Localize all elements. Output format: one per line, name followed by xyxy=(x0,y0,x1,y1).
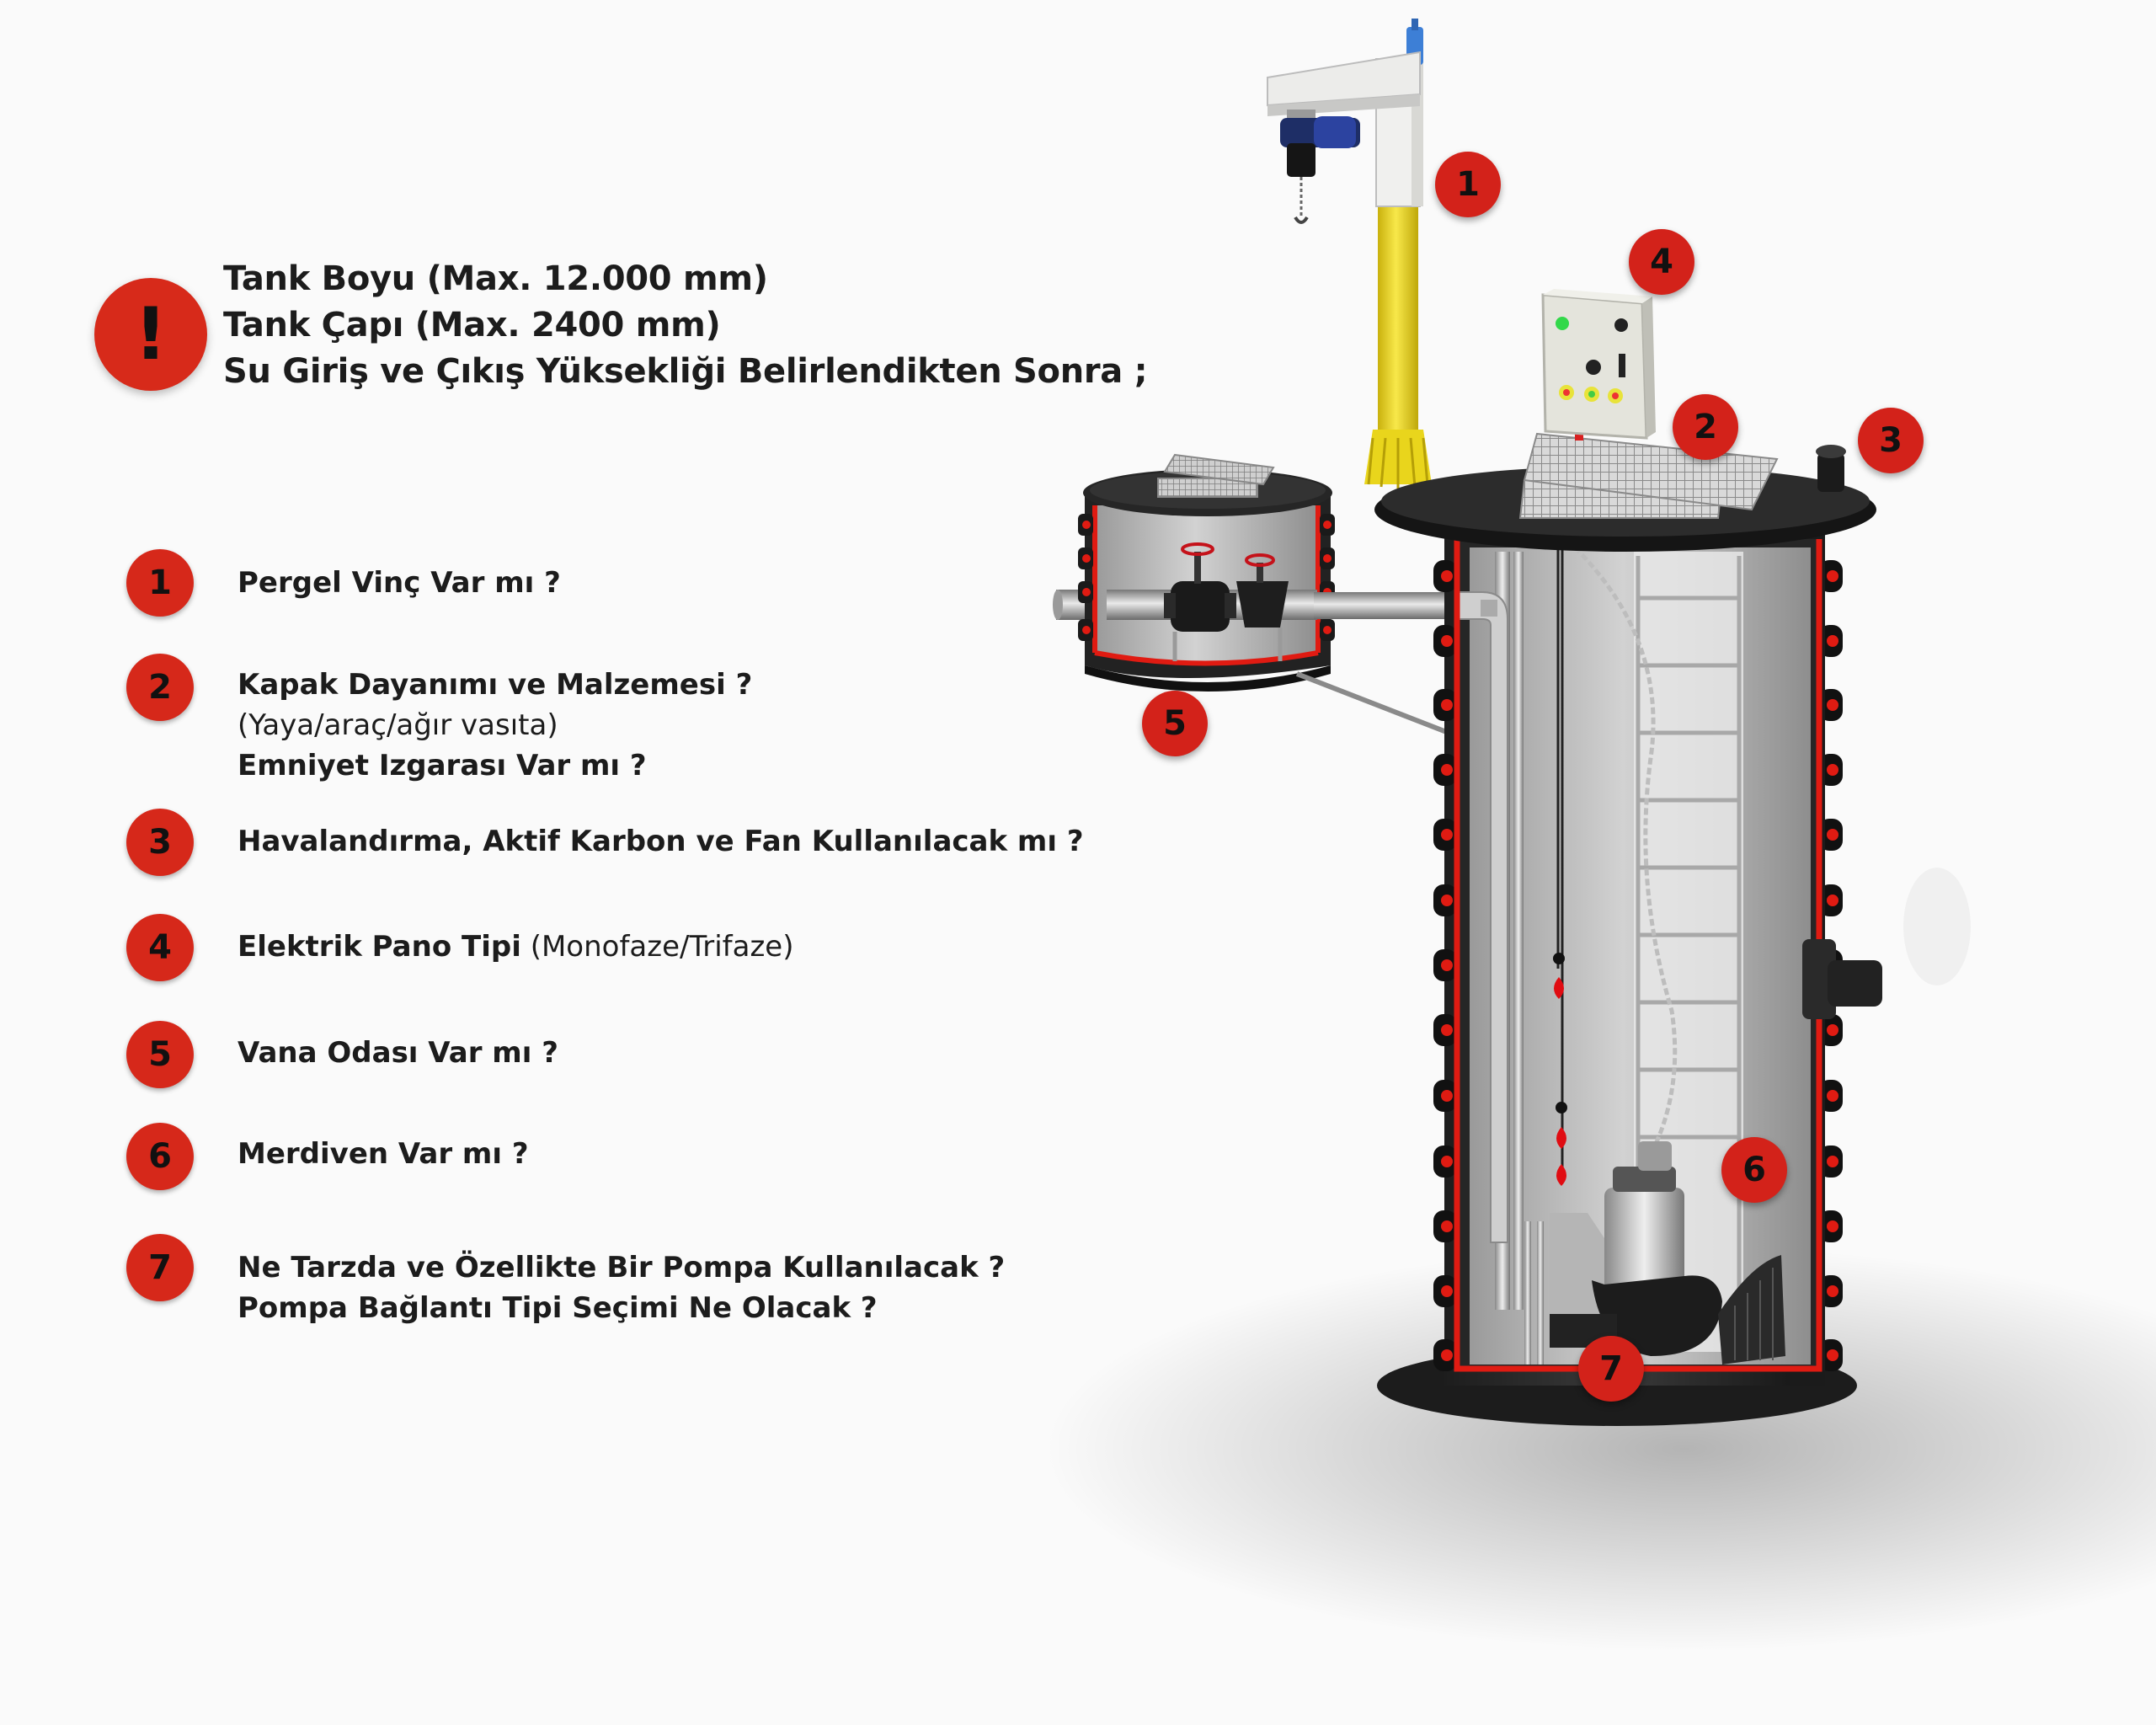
item-text-2: Kapak Dayanımı ve Malzemesi ? (Yaya/araç… xyxy=(237,668,753,782)
warning-badge: ! xyxy=(94,278,207,391)
valve-chamber xyxy=(1053,453,1457,735)
item-text-7: Ne Tarzda ve Özellikte Bir Pompa Kullanı… xyxy=(237,1251,1006,1325)
inlet-outlet-line: Su Giriş ve Çıkış Yüksekliği Belirlendik… xyxy=(223,352,1148,391)
item-badge-6: 6 xyxy=(126,1123,194,1190)
electrical-panel xyxy=(1541,289,1656,440)
item-badge-2: 2 xyxy=(126,654,194,721)
item-text-3: Havalandırma, Aktif Karbon ve Fan Kullan… xyxy=(237,825,1084,858)
item-badge-1: 1 xyxy=(126,549,194,617)
item-badge-7: 7 xyxy=(126,1234,194,1301)
tank-length-line: Tank Boyu (Max. 12.000 mm) xyxy=(223,259,768,298)
item-badge-4: 4 xyxy=(126,914,194,981)
item-text-5: Vana Odası Var mı ? xyxy=(237,1036,558,1070)
callout-vent: 3 xyxy=(1858,408,1924,473)
callout-pump: 7 xyxy=(1578,1336,1644,1402)
callout-lid: 2 xyxy=(1673,394,1738,460)
item-badge-5: 5 xyxy=(126,1021,194,1088)
item-text-1: Pergel Vinç Var mı ? xyxy=(237,566,561,600)
item-badge-3: 3 xyxy=(126,809,194,876)
item-text-4: Elektrik Pano Tipi (Monofaze/Trifaze) xyxy=(237,930,794,964)
item-text-6: Merdiven Var mı ? xyxy=(237,1137,529,1171)
callout-crane: 1 xyxy=(1435,152,1501,217)
exclamation-icon: ! xyxy=(134,292,168,377)
floor-shadow xyxy=(1044,1247,2156,1651)
main-tank xyxy=(1374,432,1882,1426)
callout-valve-chamber: 5 xyxy=(1142,691,1208,756)
submersible-pump xyxy=(1550,1141,1722,1356)
callout-ladder: 6 xyxy=(1721,1137,1787,1203)
jib-crane xyxy=(1267,19,1432,489)
tank-diameter-line: Tank Çapı (Max. 2400 mm) xyxy=(223,306,721,344)
callout-panel: 4 xyxy=(1629,229,1694,295)
